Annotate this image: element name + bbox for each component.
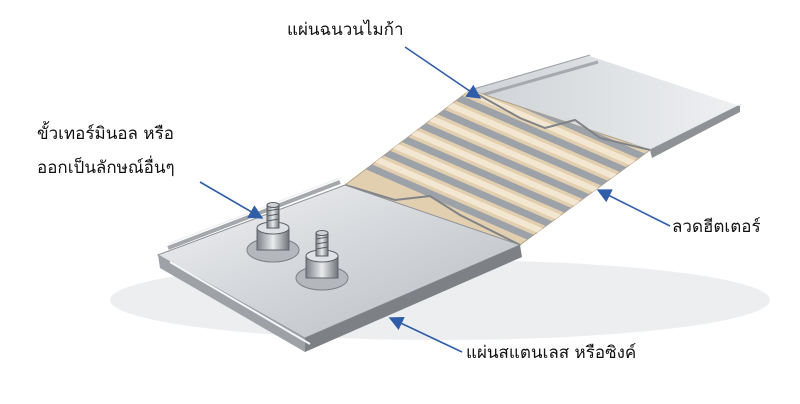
- arrow-mica: [404, 46, 482, 99]
- sheath-front: [156, 177, 522, 352]
- terminal-bolt-2: [295, 230, 349, 291]
- arrow-heater-wire: [596, 189, 671, 227]
- label-terminal-line2: ออกเป็นลักษณ์อื่นๆ: [37, 158, 175, 178]
- arrow-terminal: [199, 181, 264, 219]
- arrow-sheath: [388, 317, 463, 353]
- terminal-bolt-1: [246, 202, 300, 263]
- label-mica: แผ่นฉนวนไมก้า: [287, 20, 404, 40]
- label-terminal-line1: ขั้วเทอร์มินอล หรือ: [37, 124, 174, 144]
- sheath-right: [468, 54, 742, 158]
- label-heater-wire: ลวดฮีตเตอร์: [672, 217, 761, 237]
- label-sheath: แผ่นสแตนเลส หรือซิงค์: [466, 343, 637, 363]
